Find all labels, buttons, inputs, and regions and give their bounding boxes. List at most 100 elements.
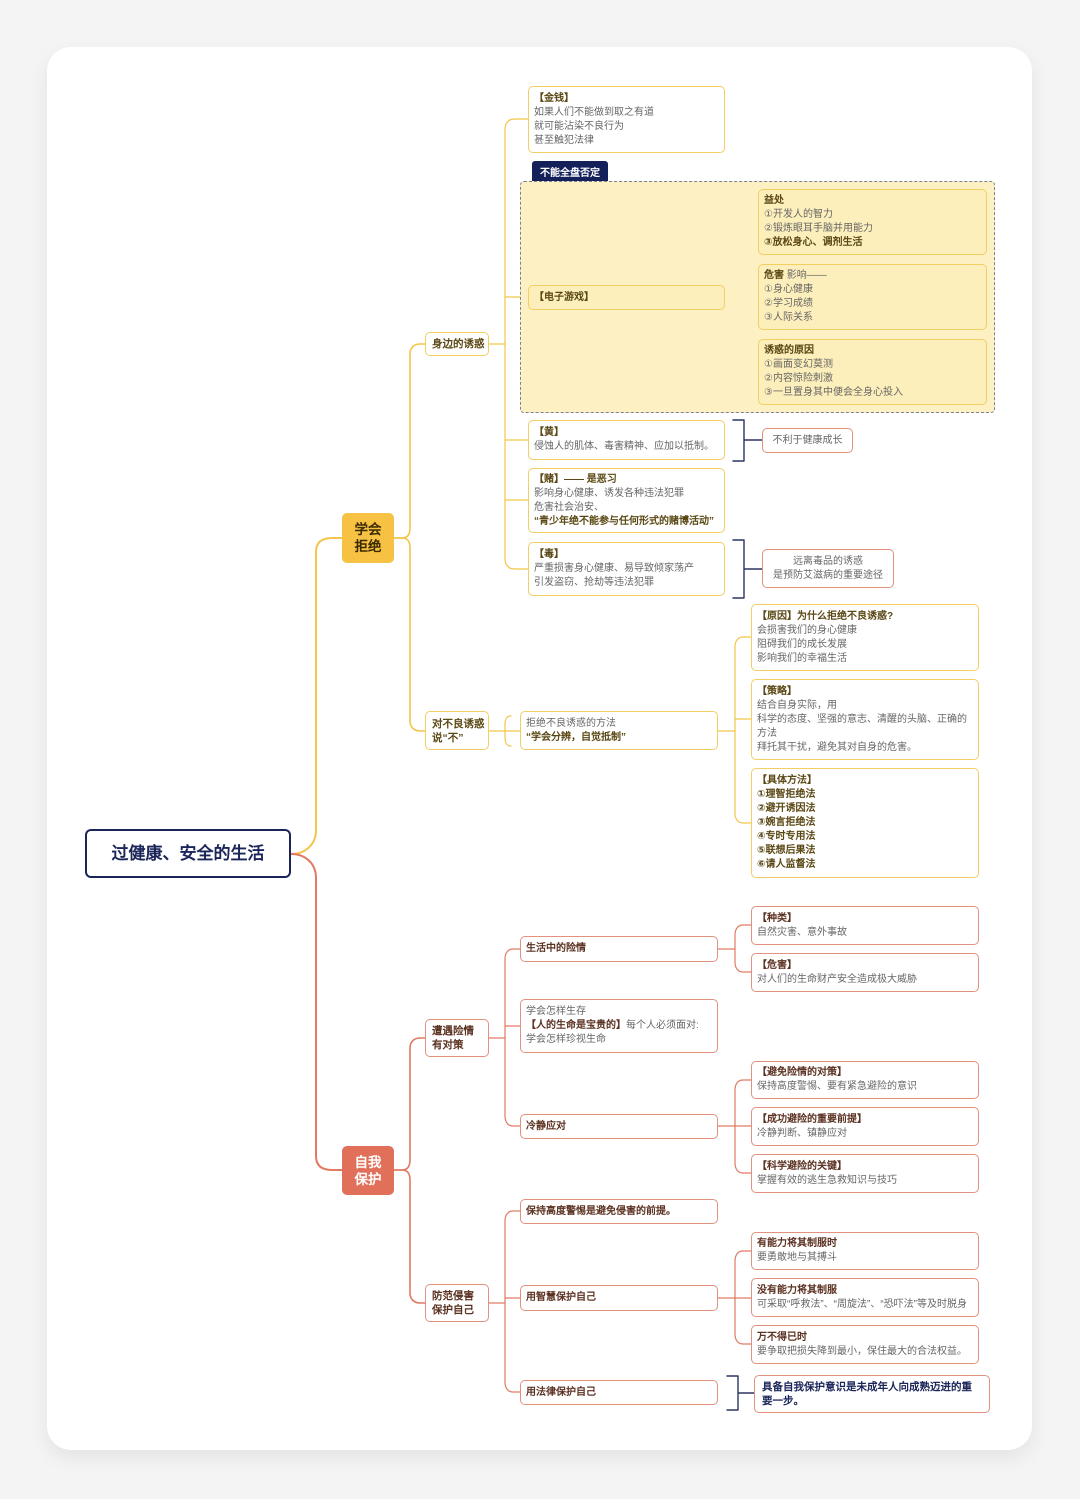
node-harms-suffix: 影响—— xyxy=(784,270,827,281)
node-money-line: 就可能沾染不良行为 xyxy=(534,120,624,132)
node-temptations: 身边的诱惑 xyxy=(425,332,489,356)
link-root-refuse xyxy=(290,537,343,855)
node-methods: 【具体方法】 ①理智拒绝法 ②避开诱因法 ③婉言拒绝法 ④专时专用法 ⑤联想后果… xyxy=(751,768,979,878)
node-drugs-note-line: 是预防艾滋病的重要途径 xyxy=(773,569,883,581)
node-methods-item: ⑤联想后果法 xyxy=(757,845,816,856)
link-prevent-spine xyxy=(504,1210,521,1393)
node-methods-item: ⑥请人监督法 xyxy=(757,859,816,870)
node-gambling: 【赌】—— 是恶习 影响身心健康、诱发各种违法犯罪 危害社会治安、 “青少年绝不… xyxy=(528,468,725,533)
node-benefits-title: 益处 xyxy=(764,195,784,206)
link-danger-spine xyxy=(504,948,521,1127)
node-harms-title-line: 危害 影响—— xyxy=(764,269,981,283)
node-say-no-label-2: 说“不” xyxy=(432,731,464,744)
node-key-line: 掌握有效的逃生急救知识与技巧 xyxy=(757,1174,897,1186)
node-danger-harm: 【危害】 对人们的生命财产安全造成极大威胁 xyxy=(751,953,979,992)
node-benefits-line: ①开发人的智力 xyxy=(764,209,833,220)
node-wisdom-last-resort: 万不得已时 要争取把损失降到最小，保住最大的合法权益。 xyxy=(751,1325,979,1364)
node-money-line: 如果人们不能做到取之有道 xyxy=(534,106,654,118)
node-methods-item: ②避开诱因法 xyxy=(757,803,816,814)
node-porn: 【黄】 侵蚀人的肌体、毒害精神、应加以抵制。 xyxy=(528,420,725,460)
node-strategy-line: 方法 xyxy=(757,727,777,739)
node-say-no-label-1: 对不良诱惑 xyxy=(432,717,485,730)
node-life-danger: 生活中的险情 xyxy=(520,936,718,962)
node-harms-line: ②学习成绩 xyxy=(764,298,813,309)
node-strategy-title: 【策略】 xyxy=(757,685,797,697)
node-types-line: 自然灾害、意外事故 xyxy=(757,926,847,938)
node-law: 用法律保护自己 xyxy=(520,1380,718,1405)
node-reasons-line: ②内容惊险刺激 xyxy=(764,373,833,384)
branch-protect-label-1: 自我 xyxy=(354,1154,382,1170)
node-method: 拒绝不良诱惑的方法 “学会分辨，自觉抵制” xyxy=(520,711,718,750)
node-money: 【金钱】 如果人们不能做到取之有道 就可能沾染不良行为 甚至触犯法律 xyxy=(528,86,725,153)
node-wisdom-label: 用智慧保护自己 xyxy=(526,1292,596,1303)
node-key-title: 【科学避险的关键】 xyxy=(757,1160,847,1172)
node-reason-line: 会损害我们的身心健康 xyxy=(757,624,857,636)
node-danger-label-2: 有对策 xyxy=(432,1039,464,1051)
link-method-spine xyxy=(734,636,752,824)
node-calm-avoid: 【避免险情的对策】 保持高度警惕、要有紧急避险的意识 xyxy=(751,1061,979,1099)
link-protect-danger xyxy=(393,1037,426,1171)
bracket-drugs xyxy=(732,539,763,599)
node-last-resort-title: 万不得已时 xyxy=(757,1331,807,1343)
node-drugs-line: 引发盗窃、抢劫等违法犯罪 xyxy=(534,577,654,588)
node-law-label: 用法律保护自己 xyxy=(526,1386,596,1398)
node-method-emphasis: “学会分辨，自觉抵制” xyxy=(526,731,626,743)
node-gambling-emphasis: “青少年绝不能参与任何形式的赌博活动” xyxy=(534,515,714,527)
node-unable-title: 没有能力将其制服 xyxy=(757,1284,837,1296)
node-wisdom-able: 有能力将其制服时 要勇敢地与其搏斗 xyxy=(751,1232,979,1270)
node-reasons-line: ①画面变幻莫测 xyxy=(764,359,833,370)
node-porn-title: 【黄】 xyxy=(534,427,564,438)
node-games-harms: 危害 影响—— ①身心健康 ②学习成绩 ③人际关系 xyxy=(758,264,987,330)
node-wisdom-unable: 没有能力将其制服 可采取“呼救法”、“周旋法”、“恐吓法”等及时脱身 xyxy=(751,1278,979,1317)
node-survive-line: 学会怎样珍视生命 xyxy=(526,1034,606,1045)
link-wisdom-spine xyxy=(734,1250,752,1345)
node-gambling-title: 【赌】—— 是恶习 xyxy=(534,473,617,485)
node-reason-title: 【原因】为什么拒绝不良诱惑? xyxy=(757,610,894,622)
node-prevent: 防范侵害 保护自己 xyxy=(425,1284,489,1322)
node-benefits-emphasis: ③放松身心、调剂生活 xyxy=(764,237,863,248)
node-games: 【电子游戏】 xyxy=(528,285,725,310)
node-say-no: 对不良诱惑 说“不” xyxy=(425,711,489,750)
node-methods-title: 【具体方法】 xyxy=(757,775,817,786)
node-calm: 冷静应对 xyxy=(520,1114,718,1139)
node-life-danger-label: 生活中的险情 xyxy=(526,943,586,954)
node-vigilance-label: 保持高度警惕是避免侵害的前提。 xyxy=(526,1205,676,1217)
bracket-porn xyxy=(732,419,763,462)
node-gambling-line: 影响身心健康、诱发各种违法犯罪 xyxy=(534,487,684,499)
node-games-benefits: 益处 ①开发人的智力 ②锻炼眼耳手脑并用能力 ③放松身心、调剂生活 xyxy=(758,189,987,255)
node-drugs-note: 远离毒品的诱惑 是预防艾滋病的重要途径 xyxy=(762,549,894,588)
node-harms-line: ①身心健康 xyxy=(764,284,813,295)
node-reason-line: 影响我们的幸福生活 xyxy=(757,652,847,664)
link-life-danger-spine xyxy=(734,924,752,973)
node-harm-title: 【危害】 xyxy=(757,959,797,971)
branch-refuse-label-1: 学会 xyxy=(354,522,382,537)
root-title: 过健康、安全的生活 xyxy=(111,843,265,863)
node-harms-line: ③人际关系 xyxy=(764,312,813,323)
node-strategy-line: 拜托其干扰，避免其对自身的危害。 xyxy=(757,741,917,753)
node-danger-types: 【种类】 自然灾害、意外事故 xyxy=(751,906,979,945)
node-drugs-note-line: 远离毒品的诱惑 xyxy=(793,555,863,567)
node-methods-item: ④专时专用法 xyxy=(757,831,816,842)
bracket-law xyxy=(726,1375,755,1411)
node-money-title: 【金钱】 xyxy=(534,92,574,104)
node-survive-bold: 【人的生命是宝贵的】 xyxy=(526,1020,626,1031)
node-reasons-title: 诱惑的原因 xyxy=(764,345,814,356)
node-survive-line: 【人的生命是宝贵的】每个人必须面对: xyxy=(526,1019,712,1033)
node-avoid-line: 保持高度警惕、要有紧急避险的意识 xyxy=(757,1081,917,1092)
link-refuse-sayno xyxy=(393,537,426,732)
node-able-line: 要勇敢地与其搏斗 xyxy=(757,1252,837,1263)
node-games-reasons: 诱惑的原因 ①画面变幻莫测 ②内容惊险刺激 ③一旦置身其中便会全身心投入 xyxy=(758,339,987,405)
node-drugs-title: 【毒】 xyxy=(534,549,564,560)
node-methods-item: ①理智拒绝法 xyxy=(757,789,816,800)
node-danger: 遭遇险情 有对策 xyxy=(425,1019,489,1057)
node-law-note: 具备自我保护意识是未成年人向成熟迈进的重要一步。 xyxy=(754,1375,990,1413)
node-harms-title: 危害 xyxy=(764,270,784,281)
node-calm-premise: 【成功避险的重要前提】 冷静判断、镇静应对 xyxy=(751,1107,979,1146)
branch-refuse: 学会 拒绝 xyxy=(342,513,394,563)
link-temptations-spine xyxy=(504,118,529,570)
branch-protect: 自我 保护 xyxy=(342,1146,394,1195)
node-vigilance: 保持高度警惕是避免侵害的前提。 xyxy=(520,1199,718,1224)
node-reason: 【原因】为什么拒绝不良诱惑? 会损害我们的身心健康 阻碍我们的成长发展 影响我们… xyxy=(751,604,979,671)
node-drugs: 【毒】 严重损害身心健康、易导致倾家荡产 引发盗窃、抢劫等违法犯罪 xyxy=(528,542,725,596)
